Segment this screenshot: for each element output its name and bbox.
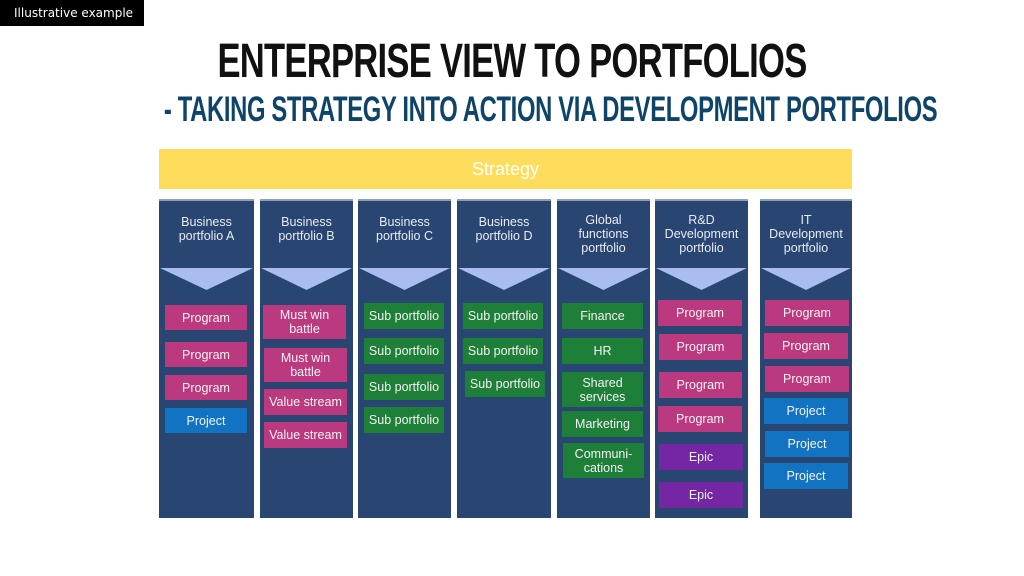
program-item: Program <box>765 300 849 326</box>
chevron-down-icon <box>558 268 649 290</box>
heading-line: Global <box>585 213 622 227</box>
portfolio-column-rd-development: R&D Development portfolio Program Progra… <box>655 199 748 518</box>
heading-line: portfolio <box>581 241 626 255</box>
sub-portfolio-item: Sub portfolio <box>463 303 543 329</box>
heading-line: Business <box>478 215 530 229</box>
heading-line: Business <box>181 215 232 229</box>
epic-item: Epic <box>659 482 743 508</box>
column-heading: Global functions portfolio <box>557 213 650 255</box>
program-item: Program <box>165 305 247 330</box>
project-item: Project <box>165 408 247 433</box>
program-item: Program <box>165 375 247 400</box>
program-item: Program <box>659 372 742 398</box>
project-item: Project <box>765 431 849 457</box>
page-title: ENTERPRISE VIEW TO PORTFOLIOS <box>217 35 807 88</box>
column-heading: R&D Development portfolio <box>655 213 748 255</box>
column-heading: Business portfolio A <box>159 215 254 243</box>
page-subtitle: - TAKING STRATEGY INTO ACTION VIA DEVELO… <box>163 90 938 129</box>
value-stream-item: Value stream <box>264 389 347 415</box>
chevron-down-icon <box>458 268 550 290</box>
portfolio-column-it-development: IT Development portfolio Program Program… <box>760 199 852 518</box>
heading-line: Business <box>281 215 332 229</box>
heading-line: portfolio <box>783 241 829 255</box>
heading-line: portfolio C <box>376 229 433 243</box>
hr-item: HR <box>562 338 643 364</box>
heading-line: portfolio A <box>178 229 235 243</box>
finance-item: Finance <box>562 303 643 329</box>
program-item: Program <box>658 406 742 432</box>
chevron-down-icon <box>761 268 851 290</box>
value-stream-item: Value stream <box>264 422 347 448</box>
column-heading: IT Development portfolio <box>760 213 852 255</box>
column-heading: Business portfolio D <box>457 215 551 243</box>
sub-portfolio-item: Sub portfolio <box>364 407 444 433</box>
epic-item: Epic <box>659 444 743 470</box>
heading-line: R&D <box>688 213 715 227</box>
portfolio-column-business-d: Business portfolio D Sub portfolio Sub p… <box>457 199 551 518</box>
chevron-down-icon <box>656 268 747 290</box>
column-heading: Business portfolio C <box>358 215 451 243</box>
portfolio-column-global-functions: Global functions portfolio Finance HR Sh… <box>557 199 650 518</box>
project-item: Project <box>764 463 848 489</box>
project-item: Project <box>764 398 848 424</box>
sub-portfolio-item: Sub portfolio <box>364 338 444 364</box>
program-item: Program <box>658 300 742 326</box>
heading-line: portfolio B <box>278 229 335 243</box>
heading-line: IT <box>800 213 812 227</box>
communications-item: Communi-cations <box>563 443 644 478</box>
heading-line: Development <box>769 227 843 241</box>
marketing-item: Marketing <box>562 411 643 437</box>
strategy-bar: Strategy <box>159 149 852 189</box>
heading-line: portfolio <box>679 241 724 255</box>
program-item: Program <box>659 334 742 360</box>
column-heading: Business portfolio B <box>260 215 353 243</box>
heading-line: Development <box>664 227 739 241</box>
sub-portfolio-item: Sub portfolio <box>364 374 444 400</box>
portfolio-column-business-c: Business portfolio C Sub portfolio Sub p… <box>358 199 451 518</box>
heading-line: portfolio D <box>475 229 533 243</box>
program-item: Program <box>765 366 849 392</box>
sub-portfolio-item: Sub portfolio <box>463 338 543 364</box>
heading-line: Business <box>379 215 430 229</box>
sub-portfolio-item: Sub portfolio <box>364 303 444 329</box>
chevron-down-icon <box>261 268 352 290</box>
must-win-battle-item: Must win battle <box>263 305 346 339</box>
must-win-battle-item: Must win battle <box>264 348 347 382</box>
sub-portfolio-item: Sub portfolio <box>465 371 545 397</box>
chevron-down-icon <box>359 268 450 290</box>
illustrative-example-badge: Illustrative example <box>0 0 144 26</box>
portfolio-column-business-b: Business portfolio B Must win battle Mus… <box>260 199 353 518</box>
program-item: Program <box>165 342 247 367</box>
heading-line: functions <box>578 227 629 241</box>
program-item: Program <box>764 333 848 359</box>
portfolio-column-business-a: Business portfolio A Program Program Pro… <box>159 199 254 518</box>
chevron-down-icon <box>160 268 253 290</box>
shared-services-item: Shared services <box>562 372 643 407</box>
